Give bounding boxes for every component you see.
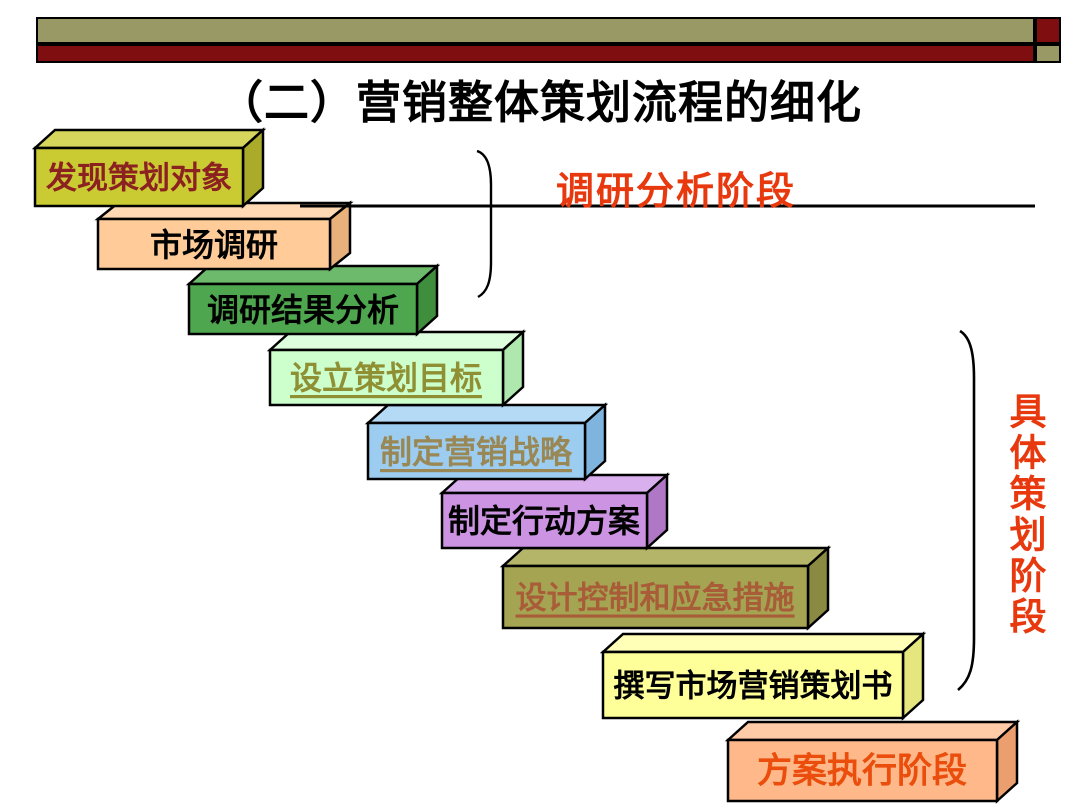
step-box-front <box>726 738 999 803</box>
step-box-front <box>366 421 587 481</box>
step-box-top <box>31 128 267 150</box>
step-label: 设立策划目标 <box>290 360 482 396</box>
step-box-top <box>364 403 609 425</box>
step-discover-planning-object: 发现策划对象 <box>31 127 267 209</box>
step-box-front <box>440 491 649 550</box>
step-box-front <box>601 650 905 720</box>
step-label: 制定营销战略 <box>380 434 573 470</box>
header-accent-square-olive <box>1035 44 1061 63</box>
step-box-front <box>33 146 245 208</box>
detailed-phase-bracket <box>957 329 976 691</box>
step-formulate-marketing-strategy: 制定营销战略 <box>364 402 609 482</box>
step-box-top <box>499 546 832 568</box>
step-box-front <box>187 282 419 336</box>
step-formulate-action-plan: 制定行动方案 <box>438 472 671 551</box>
step-box-front <box>501 564 810 630</box>
step-write-marketing-plan-document: 撰写市场营销策划书 <box>599 631 927 721</box>
step-box-front <box>96 217 332 271</box>
research-analysis-phase-label: 调研分析阶段 <box>556 171 797 213</box>
step-research-result-analysis: 调研结果分析 <box>185 263 441 337</box>
step-plan-execution-phase: 方案执行阶段 <box>724 719 1021 804</box>
step-market-research: 市场调研 <box>94 200 354 272</box>
header-bar-olive <box>36 17 1035 44</box>
step-label: 调研结果分析 <box>207 292 399 328</box>
step-label: 撰写市场营销策划书 <box>614 669 893 704</box>
detailed-planning-phase-label: 具体策划阶段 <box>1003 392 1044 638</box>
step-label: 市场调研 <box>150 227 278 263</box>
step-label: 制定行动方案 <box>448 503 641 539</box>
step-label: 发现策划对象 <box>45 161 232 196</box>
header-accent-square-maroon <box>1035 17 1061 44</box>
step-label: 设计控制和应急措施 <box>516 581 795 616</box>
header-bar-maroon <box>36 44 1035 63</box>
step-box-top <box>724 720 1021 742</box>
research-phase-bracket <box>476 149 493 299</box>
step-label: 方案执行阶段 <box>757 751 967 791</box>
slide-title: （二）营销整体策划流程的细化 <box>217 78 862 128</box>
step-set-planning-goals: 设立策划目标 <box>266 329 527 408</box>
step-box-front <box>268 348 505 407</box>
step-box-top <box>599 632 927 654</box>
step-design-control-contingency: 设计控制和应急措施 <box>499 545 832 631</box>
